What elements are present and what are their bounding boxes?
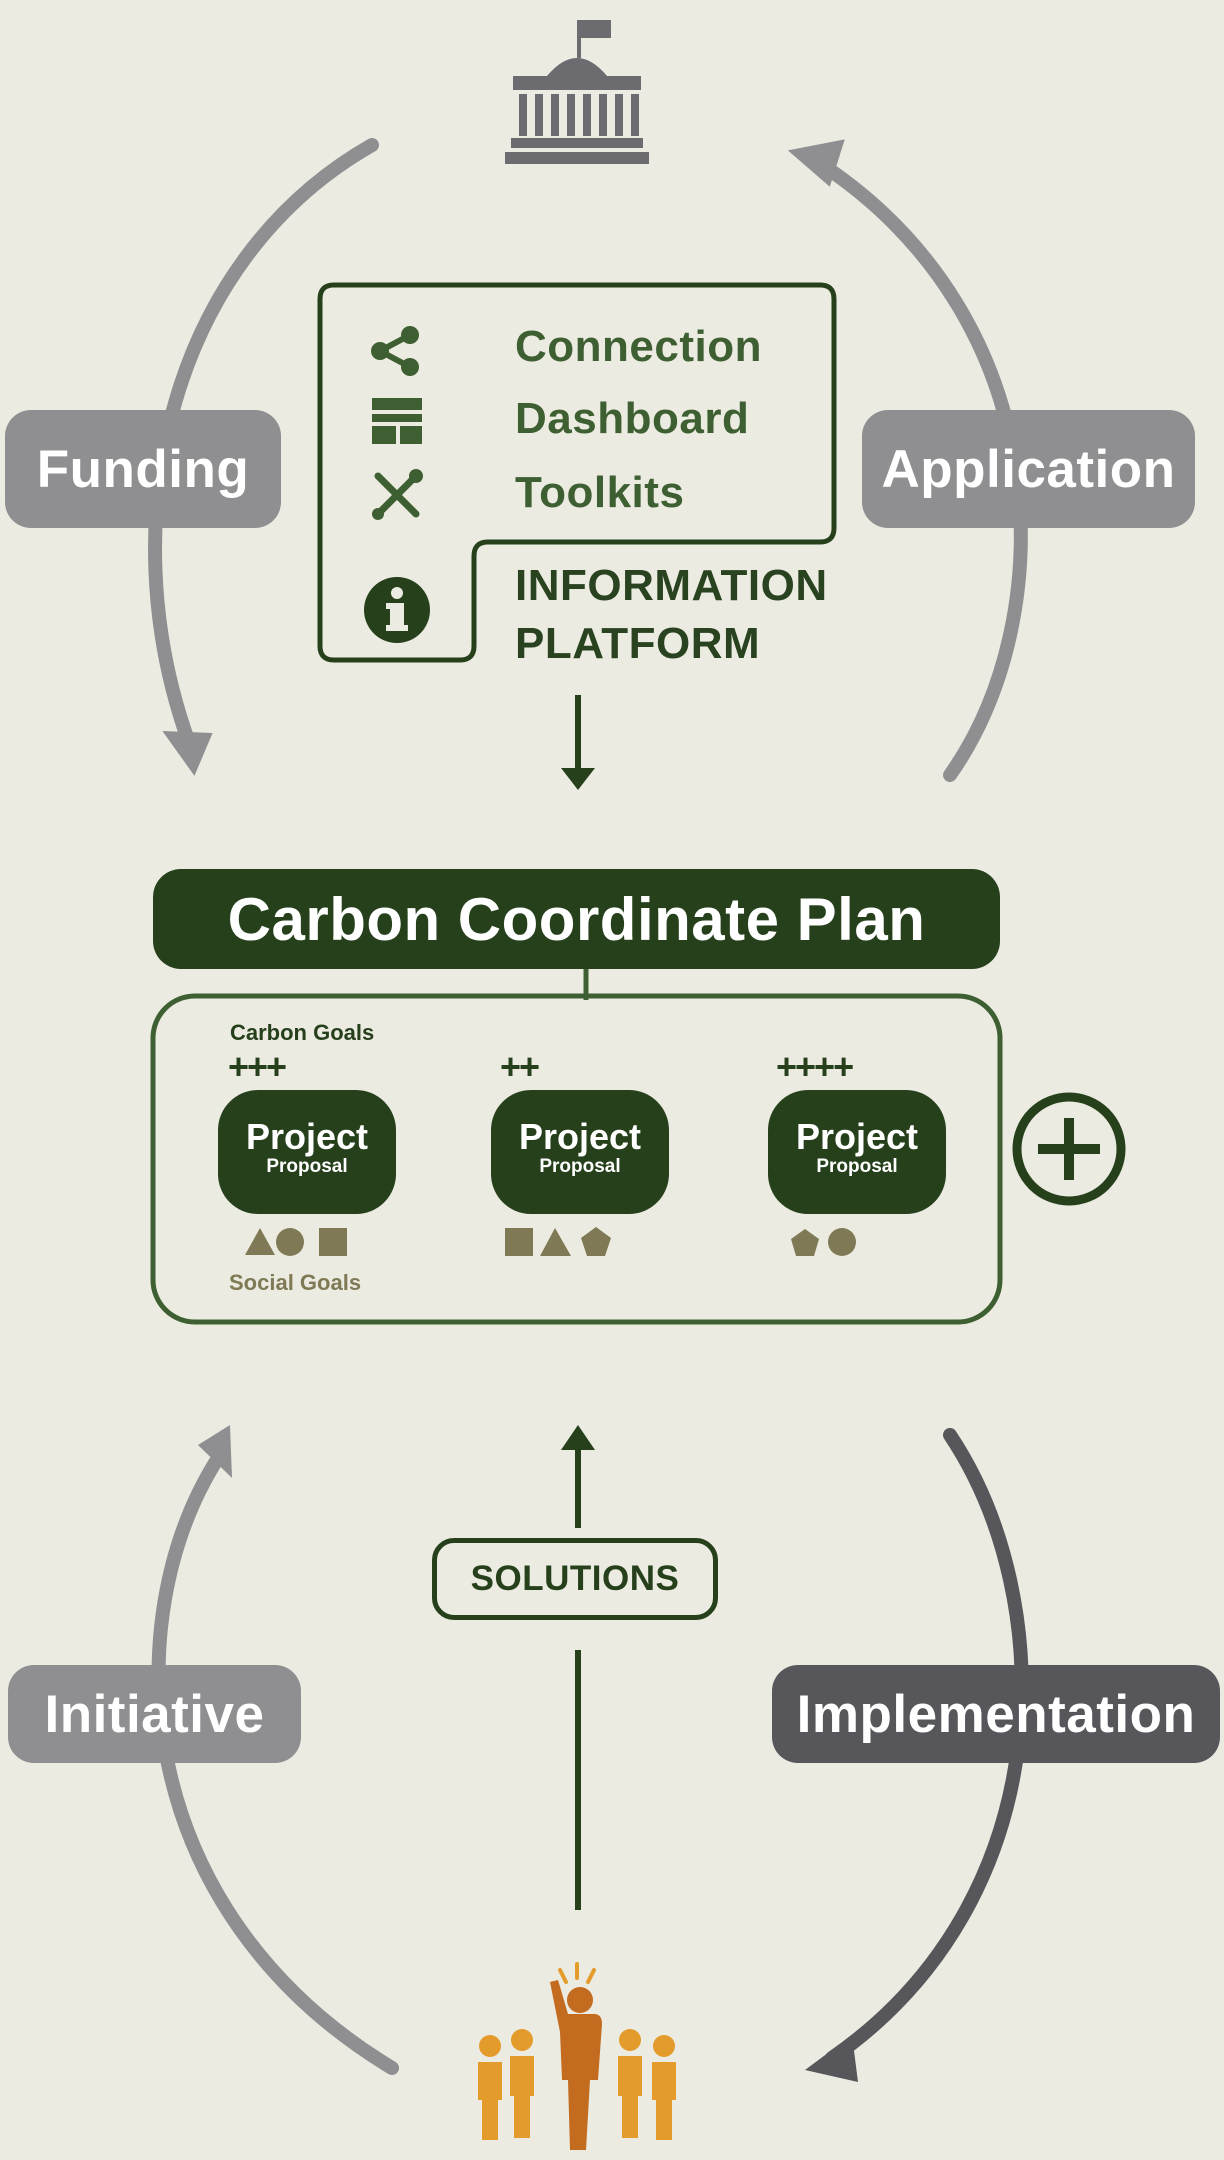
square-icon: [319, 1228, 347, 1256]
community-people-icon: [470, 1960, 684, 2155]
initiative-arrowhead: [198, 1425, 232, 1478]
plan-box: [150, 993, 1003, 1325]
platform-item-connection: Connection: [515, 322, 762, 371]
project-title: Project: [518, 1116, 642, 1157]
project-subtitle: Proposal: [816, 1156, 898, 1177]
project-card-3[interactable]: Project Proposal: [768, 1090, 946, 1214]
government-building-icon: [505, 18, 649, 166]
platform-outline: [317, 282, 837, 663]
add-circle-icon[interactable]: [1010, 1090, 1128, 1208]
circle-icon: [828, 1228, 856, 1256]
project-card-2[interactable]: Project Proposal: [491, 1090, 669, 1214]
circle-icon: [276, 1228, 304, 1256]
pentagon-icon: [581, 1227, 611, 1256]
project-title: Project: [795, 1116, 919, 1157]
funding-label: Funding: [5, 410, 281, 528]
platform-item-dashboard: Dashboard: [515, 394, 750, 443]
dashboard-icon: [372, 398, 422, 444]
info-icon: [362, 575, 432, 645]
funding-arrow: [148, 138, 379, 747]
initiative-label: Initiative: [8, 1665, 301, 1763]
square-icon: [505, 1228, 533, 1256]
project-subtitle: Proposal: [266, 1156, 348, 1177]
carbon-goal-project-3: ++++: [776, 1046, 854, 1087]
application-label: Application: [862, 410, 1195, 528]
tools-icon: [370, 468, 424, 522]
solutions-label: SOLUTIONS: [432, 1538, 718, 1620]
project-card-1[interactable]: Project Proposal: [218, 1090, 396, 1214]
social-goal-shapes: [245, 1227, 856, 1256]
carbon-goals-label: Carbon Goals: [230, 1020, 375, 1045]
funding-arrowhead: [162, 730, 213, 776]
carbon-goal-project-1: +++: [228, 1046, 287, 1087]
project-title: Project: [245, 1116, 369, 1157]
triangle-icon: [540, 1228, 571, 1256]
platform-title-line2: PLATFORM: [515, 619, 761, 668]
implementation-label: Implementation: [772, 1665, 1220, 1763]
project-subtitle: Proposal: [539, 1156, 621, 1177]
carbon-goal-project-2: ++: [500, 1046, 540, 1087]
share-icon: [368, 323, 424, 379]
triangle-icon: [245, 1228, 275, 1255]
implementation-arrowhead: [805, 2035, 858, 2082]
social-goals-label: Social Goals: [229, 1270, 362, 1295]
platform-title-line1: INFORMATION: [515, 561, 828, 610]
application-arrowhead: [787, 139, 845, 187]
initiative-arrow: [151, 1451, 399, 2075]
plan-title: Carbon Coordinate Plan: [153, 869, 1000, 969]
pentagon-icon: [791, 1229, 819, 1256]
platform-item-toolkits: Toolkits: [515, 468, 685, 517]
